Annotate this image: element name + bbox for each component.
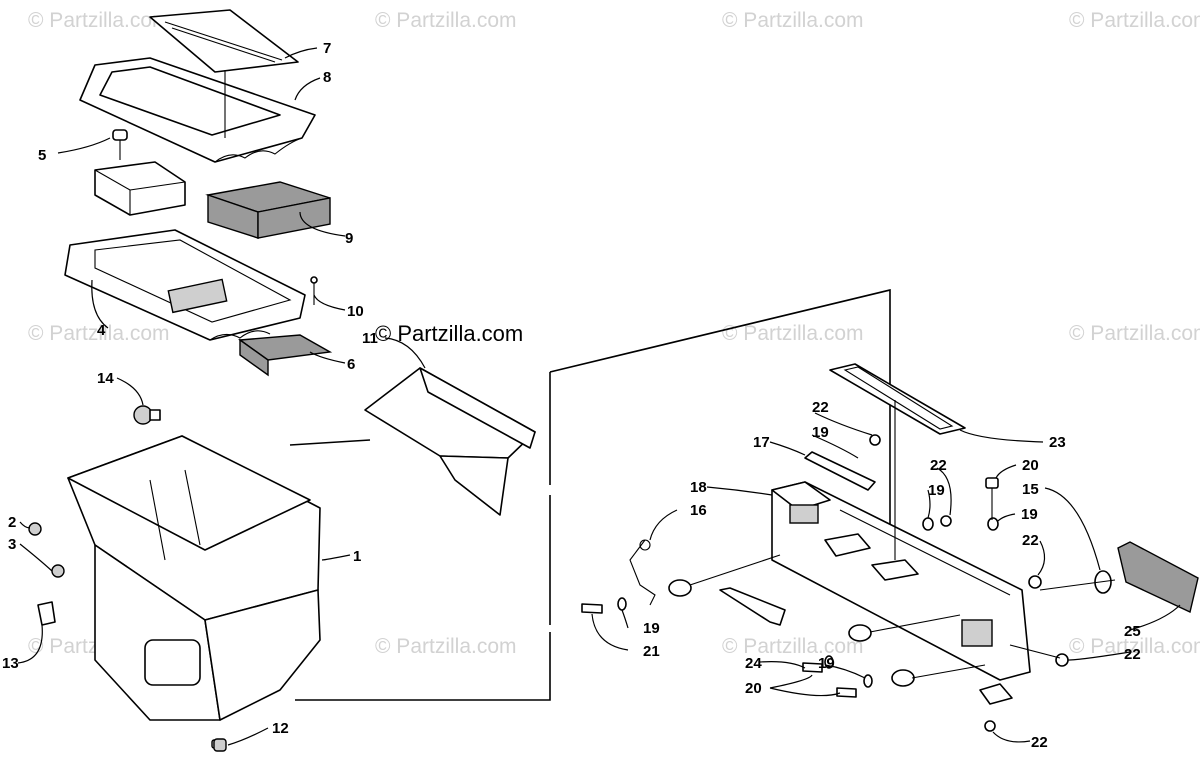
gasket-strip [804,451,876,491]
callout-label: 19 [818,655,835,672]
latch [719,587,786,626]
air-box-tray [64,229,306,341]
rivet [51,564,65,578]
rivet [28,522,42,536]
callout-label: 15 [1022,481,1039,498]
silencer-body [771,481,1031,681]
caption: © Partzilla.com [375,321,523,346]
gasket-frame [829,363,966,435]
foam-filter-bottom [238,334,333,377]
callout-label: 19 [928,482,945,499]
screw [112,129,128,160]
callout-label: 22 [812,399,829,416]
pin [310,276,318,305]
watermark-text: © Partzilla.com [1069,322,1200,345]
callout-label: 2 [8,514,16,531]
air-box-housing [67,435,321,749]
assembly-leader [289,288,891,701]
watermark-text: © Partzilla.com [722,322,864,345]
callouts: 7 8 5 9 10 4 11 6 14 1 2 3 13 12 22 19 1… [2,40,1141,751]
watermark-text: © Partzilla.com [28,322,170,345]
watermark-text: © Partzilla.com [722,635,864,658]
callout-label: 10 [347,303,364,320]
callout-label: 22 [1124,646,1141,663]
callout-label: 19 [643,620,660,637]
callout-label: 9 [345,230,353,247]
callout-label: 12 [272,720,289,737]
callout-label: 20 [745,680,762,697]
clip [37,601,56,626]
callout-label: 22 [1022,532,1039,549]
watermark-text: © Partzilla.com [28,9,170,32]
control-module [94,161,186,216]
callout-label: 25 [1124,623,1141,640]
callout-label: 11 [362,330,378,347]
callout-label: 22 [930,457,947,474]
callout-label: 18 [690,479,707,496]
callout-label: 3 [8,536,16,553]
callout-label: 22 [1031,734,1048,751]
watermark-text: © Partzilla.com [375,9,517,32]
callout-label: 7 [323,40,331,57]
leader-lines [17,47,1181,746]
air-box-cover [79,57,316,163]
callout-label: 21 [643,643,660,660]
callout-label: 24 [745,655,762,672]
mount-plates [668,579,1013,705]
callout-label: 14 [97,370,114,387]
callout-label: 8 [323,69,331,86]
intake-duct [364,367,536,516]
watermark-text: © Partzilla.com [1069,9,1200,32]
grommet [213,738,227,752]
callout-label: 16 [690,502,707,519]
foam-filter-top [205,181,331,239]
callout-label: 19 [1021,506,1038,523]
bolt [581,477,999,698]
callout-label: 6 [347,356,355,373]
callout-label: 23 [1049,434,1066,451]
callout-label: 1 [353,548,361,565]
wire-spring [629,539,656,606]
foam-pad [1117,541,1199,613]
callout-label: 17 [753,434,770,451]
plug [133,405,161,425]
watermark-text: © Partzilla.com [1069,635,1200,658]
assembly-lines [689,400,1116,679]
filter-cover-grille [149,9,299,73]
callout-label: 19 [812,424,829,441]
watermark-text: © Partzilla.com [722,9,864,32]
callout-label: 20 [1022,457,1039,474]
callout-label: 13 [2,655,19,672]
watermark-text: © Partzilla.com [375,635,517,658]
callout-label: 5 [38,147,46,164]
callout-label: 4 [97,322,106,339]
